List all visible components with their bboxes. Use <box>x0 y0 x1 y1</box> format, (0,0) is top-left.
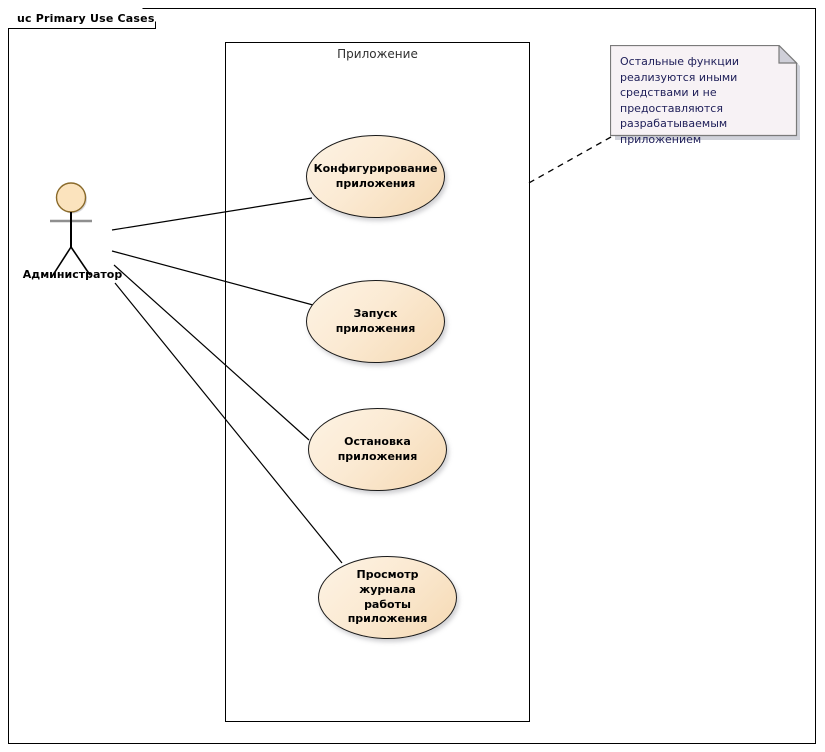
actor-administrator[interactable] <box>20 180 145 285</box>
system-boundary-label: Приложение <box>337 47 418 61</box>
use-case-configure-label: Конфигурирование приложения <box>313 161 438 190</box>
actor-stick-figure-icon <box>50 182 92 276</box>
use-case-start-label: Запуск приложения <box>335 306 416 335</box>
frame-title-tab[interactable]: uc Primary Use Cases <box>8 8 156 29</box>
note-comment[interactable]: Остальные функции реализуются иными сред… <box>609 44 800 146</box>
use-case-start[interactable]: Запуск приложения <box>306 280 445 363</box>
use-case-configure[interactable]: Конфигурирование приложения <box>306 135 445 218</box>
frame-title-label: uc Primary Use Cases <box>17 12 155 25</box>
use-case-view-log[interactable]: Просмотр журнала работы приложения <box>318 556 457 639</box>
use-case-stop-label: Остановка приложения <box>337 434 418 463</box>
note-text: Остальные функции реализуются иными сред… <box>620 55 740 147</box>
use-case-view-log-label: Просмотр журнала работы приложения <box>347 567 428 626</box>
note-shape-icon <box>609 44 800 140</box>
actor-administrator-label: Администратор <box>22 268 123 281</box>
use-case-stop[interactable]: Остановка приложения <box>308 408 447 491</box>
